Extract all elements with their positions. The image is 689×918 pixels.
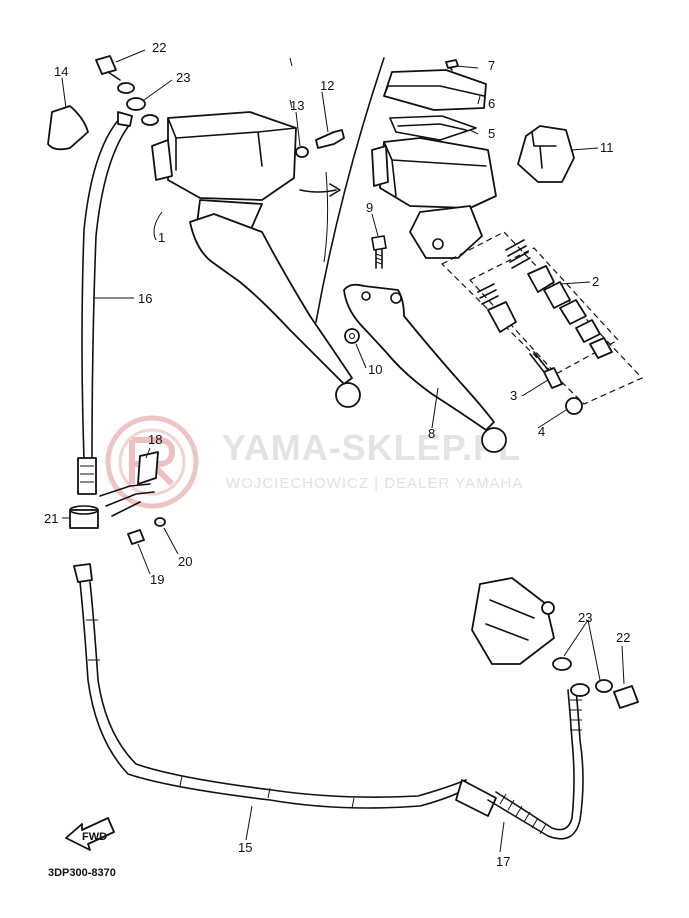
label-23-bottom: 23 xyxy=(578,610,592,625)
nut-20 xyxy=(154,517,166,527)
bolt-19 xyxy=(127,529,145,545)
label-21: 21 xyxy=(44,511,58,526)
reservoir-cap xyxy=(383,69,487,111)
gasket-23-top-a xyxy=(117,82,135,94)
diagram-code: 3DP300-8370 xyxy=(48,867,116,879)
label-13: 13 xyxy=(290,98,304,113)
push-rod-3 xyxy=(543,367,563,389)
label-19: 19 xyxy=(150,572,164,587)
label-3: 3 xyxy=(510,388,517,403)
gasket-23-top-b xyxy=(126,97,146,111)
diaphragm xyxy=(389,115,477,141)
brake-hose-lower xyxy=(73,563,584,840)
label-2: 2 xyxy=(592,274,599,289)
alignment-mark-1 xyxy=(153,211,163,241)
gasket-23-bottom-c xyxy=(595,679,613,693)
caliper xyxy=(471,577,555,665)
bolt-12 xyxy=(315,129,345,149)
piston-kit-parts xyxy=(477,239,613,389)
label-20: 20 xyxy=(178,554,192,569)
gasket-23-top-c xyxy=(141,114,159,126)
label-10: 10 xyxy=(368,362,382,377)
label-23-top: 23 xyxy=(176,70,190,85)
cylinder-body-right xyxy=(379,137,497,209)
label-7: 7 xyxy=(488,58,495,73)
label-5: 5 xyxy=(488,126,495,141)
grommet-21 xyxy=(69,509,99,529)
clamp-18 xyxy=(137,451,159,485)
label-16: 16 xyxy=(138,291,152,306)
watermark-logo xyxy=(105,415,199,509)
label-22-bottom: 22 xyxy=(616,630,630,645)
label-15: 15 xyxy=(238,840,252,855)
label-4: 4 xyxy=(538,424,545,439)
boot-14 xyxy=(47,105,89,151)
leader-lines xyxy=(61,49,625,853)
nut-10 xyxy=(344,328,360,344)
brake-hose-upper xyxy=(77,111,133,495)
piston-kit-outline xyxy=(440,231,644,405)
union-bolt-22-top xyxy=(95,55,117,75)
fwd-arrow-icon: FWD xyxy=(65,817,115,851)
gasket-23-bottom-a xyxy=(552,657,572,671)
label-8: 8 xyxy=(428,426,435,441)
label-11: 11 xyxy=(600,140,614,155)
label-14: 14 xyxy=(54,64,68,79)
brake-lever-left xyxy=(189,213,361,408)
label-1: 1 xyxy=(158,230,165,245)
dust-cap-4 xyxy=(565,397,583,415)
label-12: 12 xyxy=(320,78,334,93)
fwd-label: FWD xyxy=(82,831,107,843)
switch-cover xyxy=(517,125,575,183)
union-bolt-22-bottom xyxy=(613,685,639,709)
bolt-9 xyxy=(371,235,387,251)
watermark-subtitle: WOJCIECHOWICZ | DEALER YAMAHA xyxy=(226,475,523,492)
watermark-brand: YAMA-SKLEP.PL xyxy=(222,427,521,468)
label-9: 9 xyxy=(366,200,373,215)
watermark: YAMA-SKLEP.PL WOJCIECHOWICZ | DEALER YAM… xyxy=(105,415,523,509)
master-cylinder-right xyxy=(371,59,497,259)
gasket-23-bottom-b xyxy=(570,683,590,697)
washer-13 xyxy=(295,146,309,158)
label-6: 6 xyxy=(488,96,495,111)
alignment-mark-2 xyxy=(323,171,329,263)
part-labels: 22 23 14 1 12 13 7 6 5 11 9 2 3 4 8 10 1… xyxy=(44,40,630,869)
assembly-divider xyxy=(315,57,385,323)
label-22-top: 22 xyxy=(152,40,166,55)
label-17: 17 xyxy=(496,854,510,869)
alignment-marks xyxy=(289,57,293,109)
label-18: 18 xyxy=(148,432,162,447)
brake-lever-right xyxy=(343,283,507,453)
